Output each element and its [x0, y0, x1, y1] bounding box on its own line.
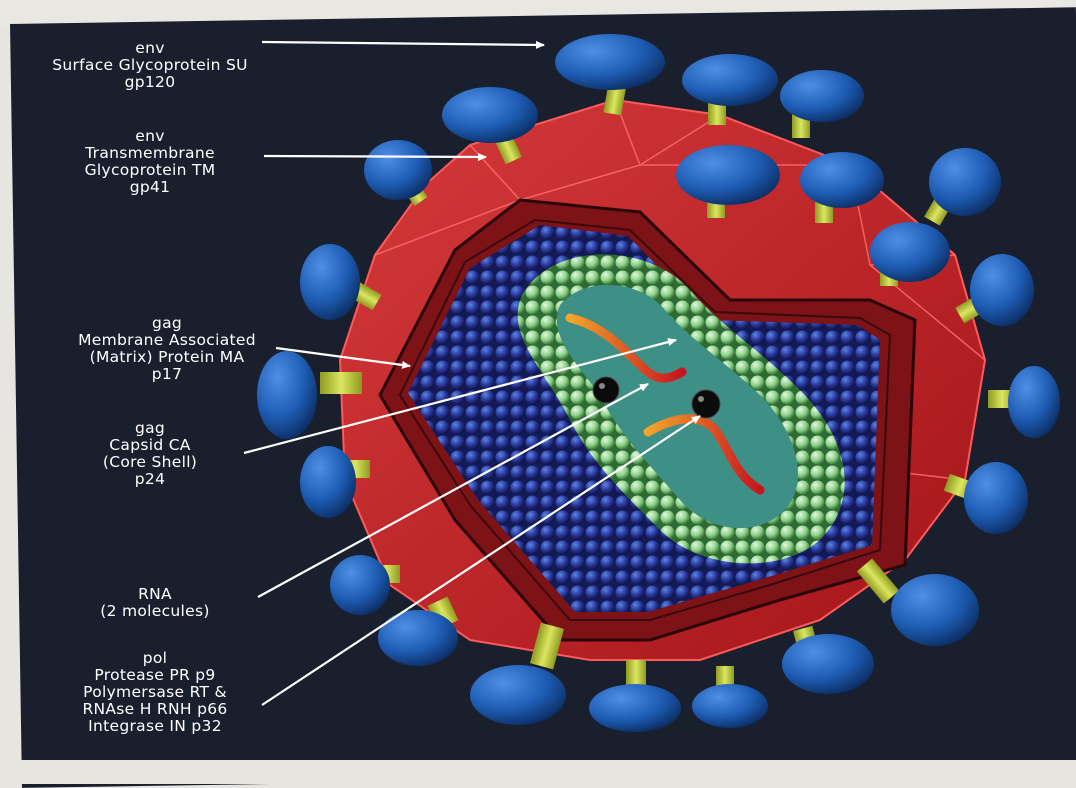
label-pol-rt: Polymersase RT &	[40, 684, 270, 701]
spike	[857, 558, 979, 646]
label-gag-ma-name2: (Matrix) Protein MA	[22, 349, 312, 366]
label-pol-rnaseh: RNAse H RNH p66	[40, 701, 270, 718]
spike	[924, 148, 1001, 226]
spike	[692, 666, 768, 728]
label-pol-integrase: Integrase IN p32	[40, 718, 270, 735]
spike	[364, 140, 432, 206]
label-env-tm-name2: Glycoprotein TM	[40, 162, 260, 179]
label-pol: pol Protease PR p9 Polymersase RT & RNAs…	[40, 650, 270, 735]
scan-bottom-margin	[0, 760, 1076, 784]
label-env-tm-id: gp41	[40, 179, 260, 196]
label-gag-ca-name1: Capsid CA	[60, 437, 240, 454]
label-rna: RNA (2 molecules)	[60, 586, 250, 620]
label-pol-gene: pol	[40, 650, 270, 667]
spike	[589, 660, 681, 732]
spike	[555, 34, 665, 115]
spike	[782, 626, 874, 694]
label-env-tm-name1: Transmembrane	[40, 145, 260, 162]
label-env-tm: env Transmembrane Glycoprotein TM gp41	[40, 128, 260, 196]
spike	[780, 70, 864, 138]
label-gag-ma-name1: Membrane Associated	[22, 332, 312, 349]
label-rna-name: RNA	[60, 586, 250, 603]
spike	[988, 366, 1060, 438]
arrow-env-su	[262, 42, 544, 45]
arrow-env-tm	[264, 156, 486, 157]
label-env-su-name: Surface Glycoprotein SU	[20, 57, 280, 74]
label-env-su-gene: env	[20, 40, 280, 57]
label-gag-ca: gag Capsid CA (Core Shell) p24	[60, 420, 240, 488]
spike	[378, 597, 458, 666]
spike	[955, 254, 1034, 326]
label-gag-ma: gag Membrane Associated (Matrix) Protein…	[22, 315, 312, 383]
label-env-su-id: gp120	[20, 74, 280, 91]
label-env-su: env Surface Glycoprotein SU gp120	[20, 40, 280, 91]
label-gag-ca-id: p24	[60, 471, 240, 488]
label-gag-ca-name2: (Core Shell)	[60, 454, 240, 471]
label-gag-ma-gene: gag	[22, 315, 312, 332]
label-pol-protease: Protease PR p9	[40, 667, 270, 684]
label-env-tm-gene: env	[40, 128, 260, 145]
label-gag-ca-gene: gag	[60, 420, 240, 437]
label-gag-ma-id: p17	[22, 366, 312, 383]
label-rna-count: (2 molecules)	[60, 603, 250, 620]
